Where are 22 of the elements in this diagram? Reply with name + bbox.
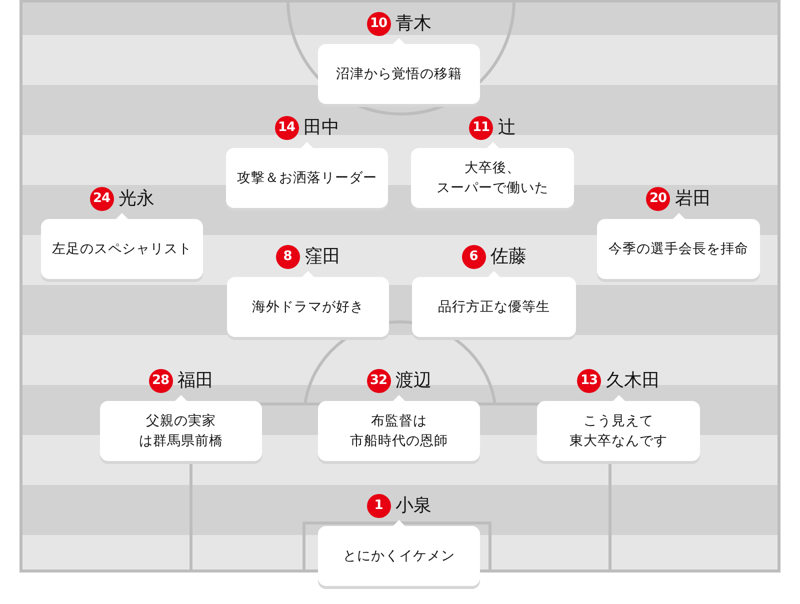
- player-name: 渡辺: [396, 369, 432, 393]
- player-name: 青木: [396, 12, 432, 36]
- player-name: 田中: [304, 116, 340, 140]
- comment-text: とにかくイケメン: [342, 547, 456, 566]
- comment-text: 左足のスペシャリスト: [51, 240, 193, 259]
- comment-text: こう見えて東大卒なんです: [568, 412, 668, 451]
- comment-text: 品行方正な優等生: [437, 298, 551, 317]
- comment-text: 海外ドラマが好き: [251, 298, 365, 317]
- comment-text: 攻撃＆お洒落リーダー: [236, 169, 378, 188]
- player-name: 辻: [498, 116, 516, 140]
- comment-text: 沼津から覚悟の移籍: [335, 65, 463, 84]
- player-name: 岩田: [675, 187, 711, 211]
- player-name: 佐藤: [490, 245, 526, 269]
- comment-text: 父親の実家は群馬県前橋: [138, 412, 224, 451]
- player-name: 福田: [178, 369, 214, 393]
- player-name: 小泉: [396, 494, 432, 518]
- player-name: 窪田: [304, 245, 340, 269]
- comment-text: 布監督は市船時代の恩師: [349, 412, 449, 451]
- comment-text: 大卒後、スーパーで働いた: [436, 159, 550, 198]
- player-name: 光永: [118, 187, 154, 211]
- player-name: 久木田: [606, 369, 660, 393]
- comment-text: 今季の選手会長を拝命: [608, 240, 750, 259]
